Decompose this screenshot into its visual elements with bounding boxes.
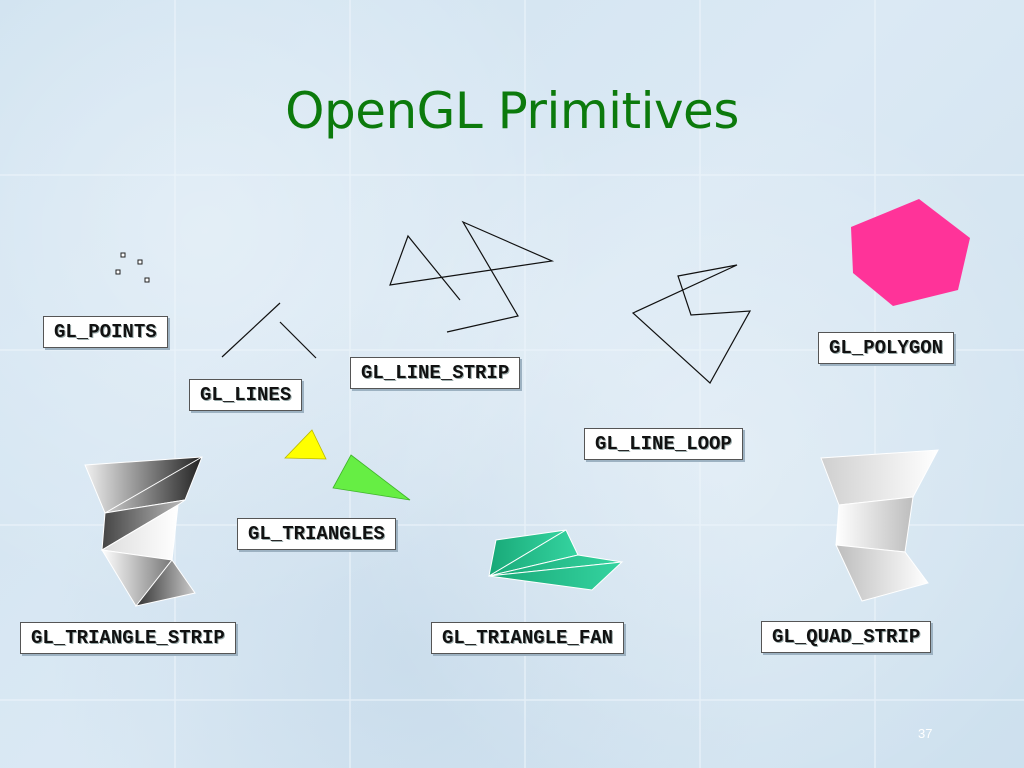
label-gl-points: GL_POINTS <box>43 316 168 348</box>
label-gl-triangle-fan: GL_TRIANGLE_FAN <box>431 622 625 654</box>
triangle-yellow-shape <box>284 429 327 460</box>
line-loop-shape <box>631 264 752 384</box>
label-gl-triangles: GL_TRIANGLES <box>237 518 396 550</box>
label-gl-triangle-strip: GL_TRIANGLE_STRIP <box>20 622 236 654</box>
label-gl-line-strip: GL_LINE_STRIP <box>350 357 521 389</box>
triangle-fan-shape <box>488 529 624 591</box>
label-gl-line-loop: GL_LINE_LOOP <box>584 428 743 460</box>
line-strip-shape <box>389 220 555 333</box>
page-number: 37 <box>918 726 933 741</box>
polygon-shape <box>851 199 970 306</box>
points-shape <box>115 252 150 283</box>
quad-strip-shape <box>820 449 939 602</box>
triangle-green-shape <box>332 454 411 501</box>
slide-title: OpenGL Primitives <box>285 82 739 140</box>
label-gl-lines: GL_LINES <box>189 379 303 411</box>
triangle-strip-shape <box>84 456 203 607</box>
label-gl-polygon: GL_POLYGON <box>818 332 955 364</box>
lines-shape <box>221 302 317 359</box>
label-gl-quad-strip: GL_QUAD_STRIP <box>761 621 932 653</box>
